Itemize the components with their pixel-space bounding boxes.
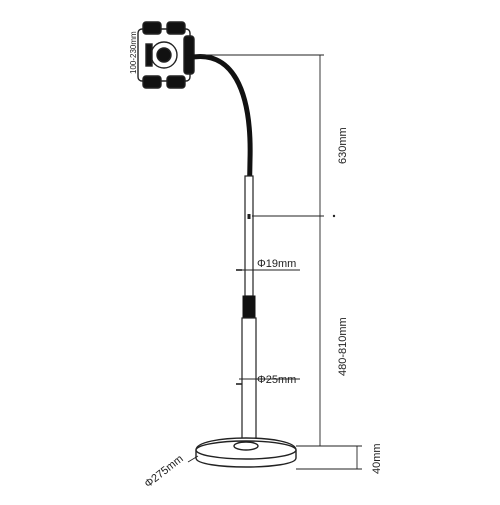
gooseneck — [185, 54, 253, 218]
clamp-claw — [166, 21, 186, 35]
holder-size-label: 100-230mm — [129, 31, 138, 74]
upper-tube — [244, 175, 254, 297]
dimension-lines — [187, 54, 362, 470]
lower-tube-diameter-label: Φ25mm — [257, 374, 296, 386]
round-base — [195, 437, 297, 468]
dimension-marker — [332, 214, 336, 218]
height-adjust-collar — [242, 295, 256, 319]
clamp-claw — [166, 75, 186, 89]
upper-tube-diameter-label: Φ19mm — [257, 258, 296, 270]
tablet-holder — [137, 21, 195, 89]
lower-tube — [241, 317, 257, 446]
base-diameter-label: Φ275mm — [142, 453, 185, 490]
adjustable-height-label: 480-810mm — [337, 317, 349, 376]
base-height-label: 40mm — [371, 443, 383, 474]
clamp-claw — [142, 75, 162, 89]
holder-knob-center — [156, 47, 172, 63]
gooseneck-length-label: 630mm — [337, 127, 349, 164]
upper-tube-body — [244, 175, 254, 297]
clamp-claw — [142, 21, 162, 35]
holder-slot — [145, 43, 153, 67]
